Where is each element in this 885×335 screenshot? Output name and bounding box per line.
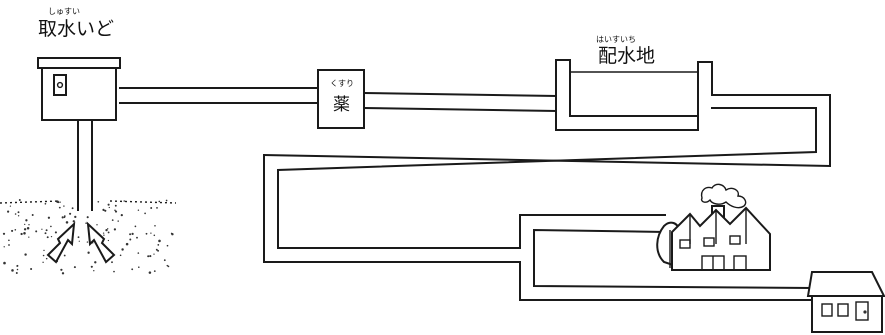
chemical-box xyxy=(317,69,365,129)
label-reservoir: はいすいち 配水地 xyxy=(596,35,655,67)
label-chemical-ruby: くすり xyxy=(330,79,354,88)
pipe-intake-to-chemical xyxy=(119,87,319,104)
distribution-pipe xyxy=(263,107,817,301)
well-shaft xyxy=(77,119,93,211)
label-chemical-text: 薬 xyxy=(333,95,350,115)
intake-well-door xyxy=(53,74,67,96)
house-building xyxy=(806,271,885,333)
label-reservoir-text: 配水地 xyxy=(598,45,655,67)
water-inflow-arrows xyxy=(46,221,116,264)
factory-building xyxy=(656,183,771,271)
pipe-chemical-to-reservoir xyxy=(362,91,558,113)
label-intake-well-ruby: しゅすい xyxy=(48,7,80,16)
ground-soil xyxy=(0,199,177,275)
label-chemical: くすり 薬 xyxy=(330,79,354,115)
intake-well-building xyxy=(37,57,121,121)
label-intake-well: しゅすい 取水いど xyxy=(38,7,114,40)
label-intake-well-text: 取水いど xyxy=(38,18,114,40)
label-reservoir-ruby: はいすいち xyxy=(596,35,636,44)
